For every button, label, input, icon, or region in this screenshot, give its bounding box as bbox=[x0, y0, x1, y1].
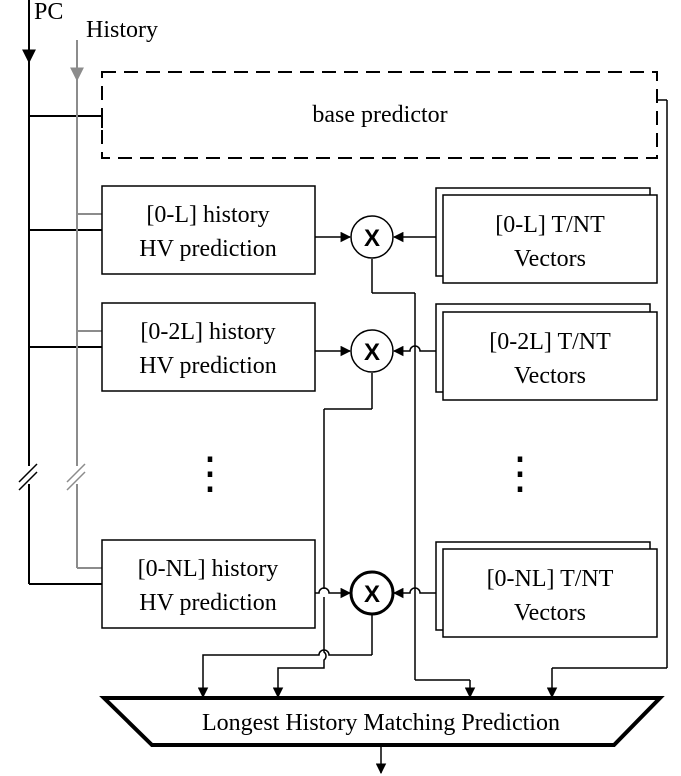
multiplier-1: X bbox=[350, 215, 394, 259]
hv-prediction-3-line1: [0-NL] history bbox=[138, 556, 279, 582]
hv-prediction-1-line2: HV prediction bbox=[139, 236, 277, 262]
tnt-vectors-stack-1: [0-L] T/NT Vectors bbox=[435, 187, 658, 284]
multiplier-input-wires bbox=[315, 231, 436, 599]
hv-prediction-1-line1: [0-L] history bbox=[146, 202, 269, 228]
tnt-vectors-3-line1: [0-NL] T/NT bbox=[487, 566, 614, 592]
hv-prediction-2-line1: [0-2L] history bbox=[140, 319, 275, 345]
tnt-vectors-2-line1: [0-2L] T/NT bbox=[489, 329, 611, 355]
multiply-icon: X bbox=[364, 225, 380, 252]
tnt-vectors-1-line1: [0-L] T/NT bbox=[495, 212, 605, 238]
base-predictor-box: base predictor bbox=[101, 71, 658, 159]
multiply-icon: X bbox=[364, 339, 380, 366]
tnt-vectors-2-line2: Vectors bbox=[514, 363, 586, 389]
hv-ellipsis: ⋮ bbox=[188, 449, 232, 498]
history-break-mark bbox=[66, 463, 86, 491]
pc-break-mark bbox=[18, 463, 38, 491]
history-bus bbox=[70, 40, 102, 569]
tnt-ellipsis: ⋮ bbox=[498, 449, 542, 498]
base-predictor-label: base predictor bbox=[312, 102, 447, 128]
tnt-vectors-stack-3: [0-NL] T/NT Vectors bbox=[435, 541, 658, 638]
hv-prediction-box-3: [0-NL] history HV prediction bbox=[101, 539, 316, 629]
tnt-vectors-stack-2: [0-2L] T/NT Vectors bbox=[435, 303, 658, 401]
tnt-vectors-1-line2: Vectors bbox=[514, 246, 586, 272]
multiply-icon: X bbox=[364, 581, 380, 608]
multiplier-2: X bbox=[350, 329, 394, 373]
pc-bus bbox=[22, 0, 103, 585]
history-label: History bbox=[86, 17, 158, 43]
hv-prediction-3-line2: HV prediction bbox=[139, 590, 277, 616]
selector-label: Longest History Matching Prediction bbox=[202, 710, 560, 736]
pc-label: PC bbox=[34, 0, 63, 25]
hv-prediction-box-2: [0-2L] history HV prediction bbox=[101, 302, 316, 392]
multiplier-3: X bbox=[349, 570, 395, 616]
hv-prediction-2-line2: HV prediction bbox=[139, 353, 277, 379]
tnt-vectors-3-line2: Vectors bbox=[514, 600, 586, 626]
multiplier-output-wires bbox=[197, 99, 668, 697]
longest-history-matching-selector: Longest History Matching Prediction bbox=[99, 696, 665, 747]
hv-prediction-box-1: [0-L] history HV prediction bbox=[101, 185, 316, 275]
